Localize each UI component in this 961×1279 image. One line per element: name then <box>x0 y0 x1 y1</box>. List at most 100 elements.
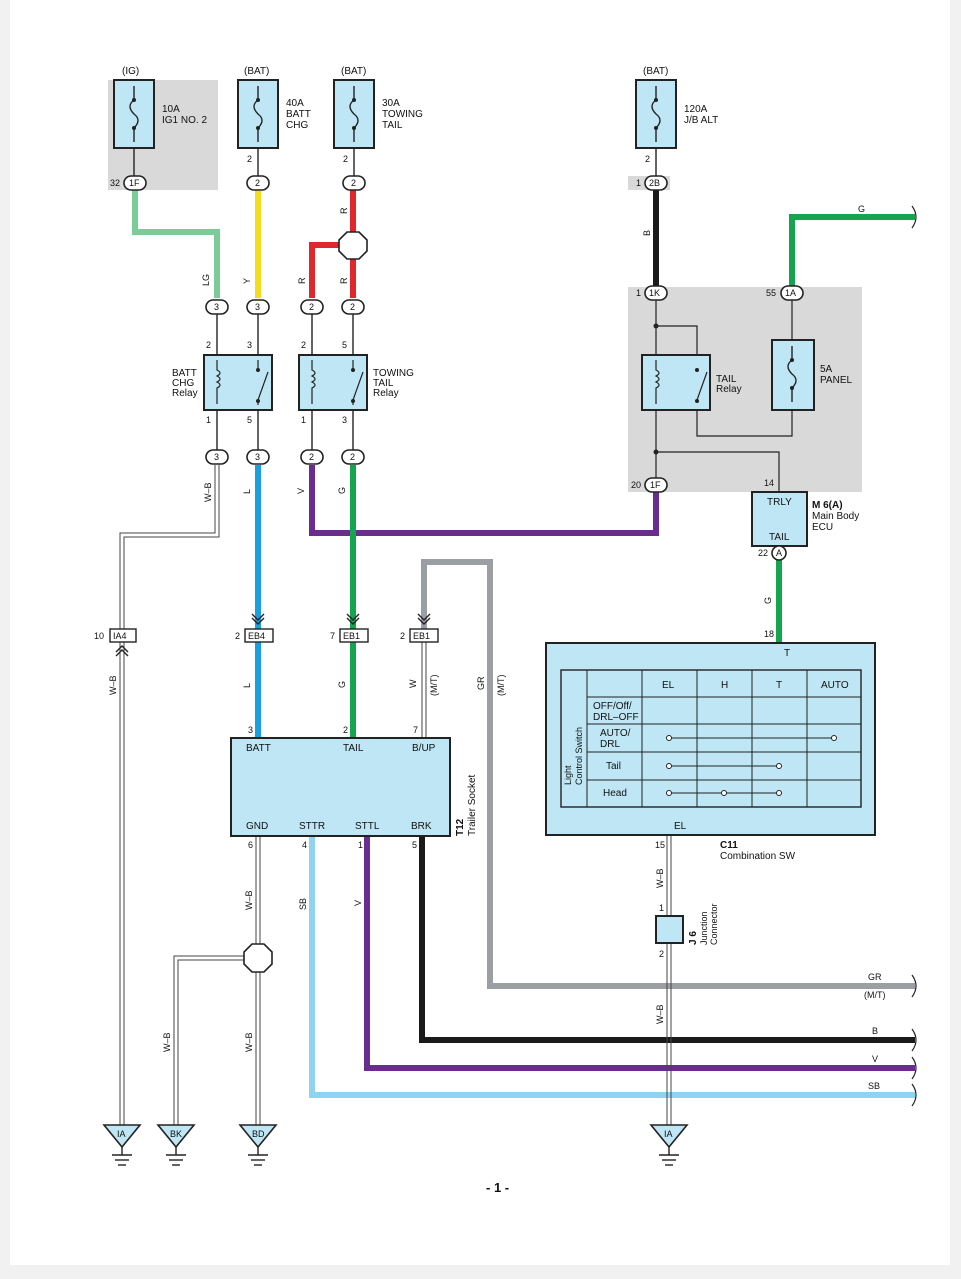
relay-tail[interactable] <box>641 354 711 411</box>
combo-side1: Light <box>563 765 573 785</box>
ts-name: Trailer Socket <box>467 774 478 836</box>
ts-p4: 4 <box>302 840 307 850</box>
fuse-ig1-rating: 10A <box>162 104 180 115</box>
conn-batt-label: 2 <box>255 178 260 188</box>
fuse-batt-rating: 40A <box>286 98 304 109</box>
ts-p3: 3 <box>248 725 253 735</box>
wire-lg <box>132 190 220 298</box>
ground-bk[interactable] <box>156 1124 196 1166</box>
junction-p1: 1 <box>659 903 664 913</box>
conn-c3c: 3 <box>214 452 219 462</box>
combo-row-off1: OFF/Off/ <box>593 701 632 712</box>
wire-wb-left <box>119 465 220 1125</box>
fuse-towing-source: (BAT) <box>341 66 366 77</box>
fuse-30a-towing-tail[interactable] <box>333 79 375 149</box>
ground-bk-label: BK <box>170 1129 182 1139</box>
relay-batt-chg[interactable] <box>203 354 273 411</box>
wire-sb <box>309 836 915 1098</box>
relay-towing-l1: TOWING <box>373 368 414 379</box>
wire-label-mt: (M/T) <box>429 675 439 697</box>
relay-batt-p3: 3 <box>247 340 252 350</box>
combo-row-tail: Tail <box>606 761 621 772</box>
wire-label-g2: G <box>763 597 773 604</box>
wire-label-sb: SB <box>298 898 308 910</box>
conn-1k-pin: 1 <box>636 288 641 298</box>
joint-eb1a: EB1 <box>343 631 360 641</box>
relay-batt-l2: CHG <box>172 378 194 389</box>
combo-pin18: 18 <box>764 629 774 639</box>
conn-1f-bottom <box>644 477 668 493</box>
relay-towing-p5: 5 <box>342 340 347 350</box>
wire-label-wb1: W–B <box>203 482 213 502</box>
ground-ia-left[interactable] <box>102 1124 142 1166</box>
wire-label-y: Y <box>242 278 252 284</box>
wire-label-wb3: W–B <box>244 890 254 910</box>
wire-b-brk <box>419 836 915 1043</box>
combo-col-h: H <box>721 680 728 691</box>
wire-label-right-gr: GR <box>868 972 882 982</box>
ts-tail: TAIL <box>343 743 364 754</box>
relay-tail-l2: Relay <box>716 384 742 395</box>
fuse-ig1-source: (IG) <box>122 66 139 77</box>
relay-towing-p3: 3 <box>342 415 347 425</box>
conn-ig1-label: 1F <box>129 178 140 188</box>
relay-towing-tail[interactable] <box>298 354 368 411</box>
joint-eb4-pin: 2 <box>235 631 240 641</box>
combo-el: EL <box>674 821 687 832</box>
combo-side2: Control Switch <box>574 727 584 785</box>
relay-batt-p5: 5 <box>247 415 252 425</box>
ecu-main-body[interactable] <box>751 491 808 547</box>
trailer-socket-box[interactable] <box>230 737 451 837</box>
fuse-panel-l1: 5A <box>820 364 833 375</box>
wire-label-b: B <box>642 230 652 236</box>
ts-p6: 6 <box>248 840 253 850</box>
fuse-ig1-no2[interactable] <box>113 79 155 149</box>
combo-col-auto: AUTO <box>821 680 849 691</box>
conn-relay-outputs <box>205 449 365 465</box>
fuse-5a-panel[interactable] <box>771 339 815 411</box>
wire-label-r2: R <box>297 277 307 284</box>
ground-ia-left-label: IA <box>117 1129 126 1139</box>
ts-bup: B/UP <box>412 743 436 754</box>
ecu-trly: TRLY <box>767 497 792 508</box>
conn-1f-pin: 20 <box>631 480 641 490</box>
combination-switch[interactable] <box>545 642 876 836</box>
relay-leads <box>216 314 354 450</box>
wire-label-right-b: B <box>872 1026 878 1036</box>
ground-ia-right[interactable] <box>649 1124 689 1166</box>
fuse-batt-pin: 2 <box>247 154 252 164</box>
conn-top-ovals <box>123 175 668 191</box>
relay-batt-p2: 2 <box>206 340 211 350</box>
conn-1a: 1A <box>785 288 796 298</box>
fuse-towing-name2: TAIL <box>382 120 403 131</box>
page-number: - 1 - <box>486 1180 509 1195</box>
wire-label-wb4: W–B <box>162 1032 172 1052</box>
ecu-code: M 6(A) <box>812 500 843 511</box>
conn-relay-inputs <box>205 285 804 315</box>
wire-label-l1: L <box>242 489 252 494</box>
junction-name1: Junction <box>699 911 709 945</box>
ecu-name2: ECU <box>812 522 833 533</box>
wire-r-branch <box>309 242 342 298</box>
ecu-conn-a <box>771 545 787 561</box>
jb-node-2 <box>653 449 659 455</box>
wire-wb-gnd <box>173 836 261 1125</box>
combo-code: C11 <box>720 840 738 851</box>
joint-ia4-pin: 10 <box>94 631 104 641</box>
wire-label-wb7: W–B <box>655 1004 665 1024</box>
wire-label-g3: G <box>337 681 347 688</box>
ts-p1: 1 <box>358 840 363 850</box>
joint-arrows <box>115 613 431 657</box>
wire-label-l2: L <box>242 683 252 688</box>
fuse-40a-batt-chg[interactable] <box>237 79 279 149</box>
ts-gnd: GND <box>246 821 268 832</box>
ecu-pin14: 14 <box>764 478 774 488</box>
ground-bd[interactable] <box>238 1124 278 1166</box>
combo-row-off2: DRL–OFF <box>593 712 639 723</box>
junction-connector-j6[interactable] <box>655 915 684 944</box>
joint-eb1b-pin: 2 <box>400 631 405 641</box>
conn-c2c: 2 <box>309 452 314 462</box>
wire-wb-combo <box>666 836 672 1125</box>
fuse-120a-jb-alt[interactable] <box>635 79 677 149</box>
